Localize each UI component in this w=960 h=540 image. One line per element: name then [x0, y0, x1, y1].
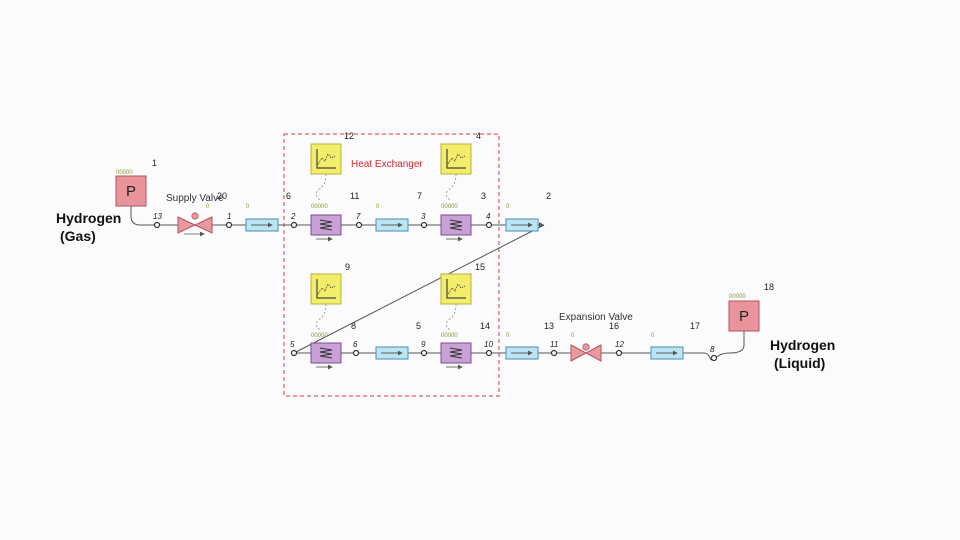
plot-9[interactable] [310, 273, 342, 305]
sink-pressure-block[interactable]: P [728, 300, 760, 332]
heat-exchanger-a[interactable] [310, 214, 342, 236]
supply-valve-port: 0 [206, 204, 210, 210]
supply-valve-id: 20 [217, 191, 227, 201]
hx-b-ports: 00000 [441, 204, 458, 210]
plot-15[interactable] [440, 273, 472, 305]
plot-12[interactable] [310, 143, 342, 175]
pipe-a-port: 0 [246, 204, 250, 210]
pipe-a-id: 6 [286, 191, 291, 201]
pipe-d-id: 5 [416, 321, 421, 331]
hx-a-id: 11 [350, 191, 359, 201]
supply-valve[interactable] [177, 212, 213, 237]
node-10: 10 [484, 340, 493, 349]
gas-label-line2: (Gas) [60, 228, 96, 244]
heat-exchanger-title: Heat Exchanger [351, 159, 423, 170]
plot-4[interactable] [440, 143, 472, 175]
node-6: 6 [353, 340, 358, 349]
node-1: 1 [227, 212, 231, 221]
pipe-c[interactable] [506, 219, 538, 231]
node-9: 9 [421, 340, 426, 349]
hx-d-id: 14 [480, 321, 490, 331]
pipe-c-id: 2 [546, 191, 551, 201]
svg-text:P: P [126, 183, 136, 200]
plot-15-id: 15 [475, 262, 485, 272]
node-11: 11 [550, 340, 558, 349]
expansion-valve-port: 0 [571, 333, 575, 339]
node-8: 8 [710, 345, 715, 354]
hx-c-id: 8 [351, 321, 356, 331]
pipe-f-port: 0 [651, 333, 655, 339]
hx-a-ports: 00000 [311, 204, 328, 210]
node-2: 2 [290, 212, 296, 221]
pipe-c-port: 0 [506, 204, 510, 210]
node-5: 5 [290, 340, 295, 349]
pipe-b-port: 0 [376, 204, 380, 210]
heat-exchanger-d[interactable] [440, 342, 472, 364]
expansion-valve-id: 16 [609, 321, 619, 331]
junction-nodes [153, 221, 718, 362]
hx-c-ports: 00000 [311, 333, 328, 339]
supply-valve-label: Supply Valve [166, 193, 224, 204]
plot-4-id: 4 [476, 131, 481, 141]
node-12: 12 [615, 340, 624, 349]
pipe-a[interactable] [246, 219, 278, 231]
gas-label-line1: Hydrogen [56, 210, 121, 226]
pipe-e-id: 13 [544, 321, 554, 331]
pipe-b[interactable] [376, 219, 408, 231]
sensor-leads [316, 173, 457, 331]
sink-port-dots: 00000 [729, 294, 746, 300]
hx-d-ports: 00000 [441, 333, 458, 339]
pipe-e-port: 0 [506, 333, 510, 339]
port-dots: 00000 [116, 170, 133, 176]
plot-12-id: 12 [344, 131, 354, 141]
heat-exchanger-c[interactable] [310, 342, 342, 364]
liquid-label-line1: Hydrogen [770, 337, 835, 353]
heat-exchanger-b[interactable] [440, 214, 472, 236]
node-3: 3 [421, 212, 426, 221]
node-7: 7 [356, 212, 361, 221]
node-4: 4 [486, 212, 491, 221]
sink-pressure-id: 18 [764, 282, 774, 292]
expansion-valve-label: Expansion Valve [559, 312, 633, 323]
pipe-f[interactable] [651, 347, 683, 359]
svg-text:P: P [739, 308, 749, 325]
heat-exchanger-boundary [283, 133, 500, 397]
pipe-e[interactable] [506, 347, 538, 359]
node-13: 13 [153, 212, 162, 221]
liquid-label-line2: (Liquid) [774, 355, 825, 371]
pipe-b-id: 7 [417, 191, 422, 201]
pipe-d[interactable] [376, 347, 408, 359]
hx-b-id: 3 [481, 191, 486, 201]
source-pressure-block[interactable]: P [115, 175, 147, 207]
expansion-valve[interactable] [570, 343, 602, 362]
pipe-f-id: 17 [690, 321, 700, 331]
source-pressure-id: 1 [152, 158, 157, 168]
plot-9-id: 9 [345, 262, 350, 272]
